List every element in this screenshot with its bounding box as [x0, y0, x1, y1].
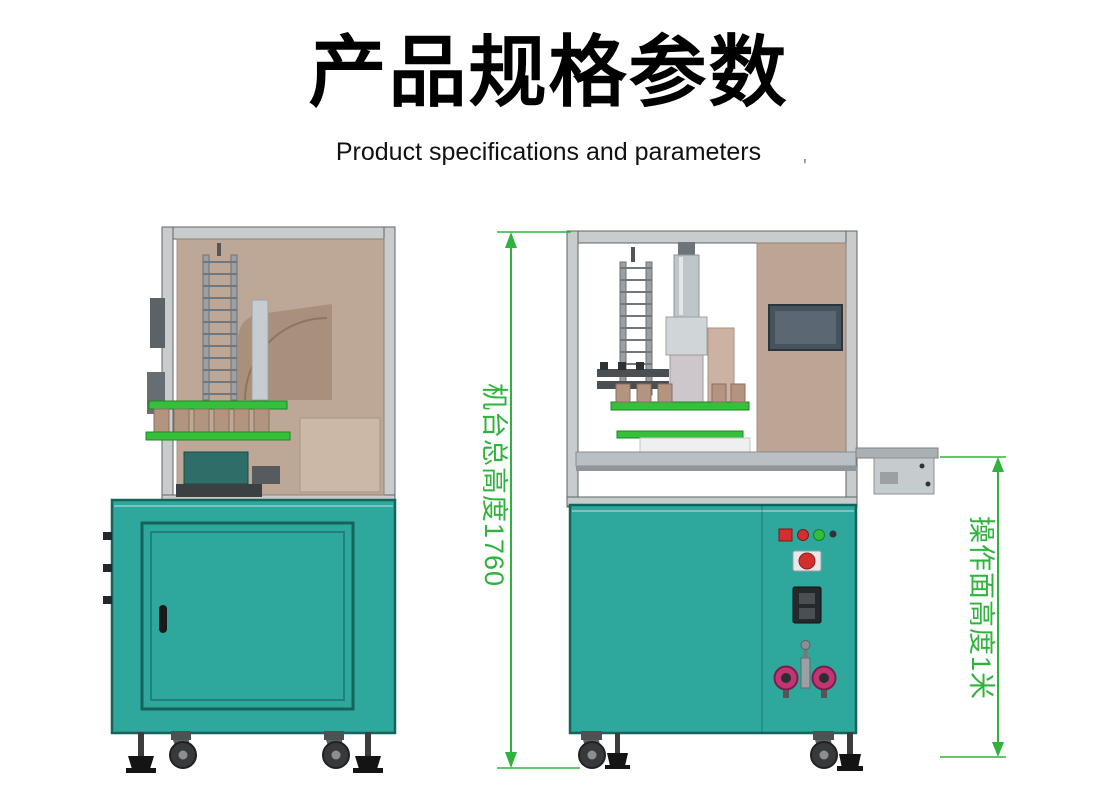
side-turntable: [610, 383, 750, 439]
indicator-dot: [829, 530, 837, 538]
machine-front-view: [103, 226, 397, 773]
dimension-work-surface-height: 操作面高度1米: [940, 456, 1006, 758]
air-manifold: [597, 362, 669, 389]
total-height-label: 机台总高度1760: [479, 383, 509, 587]
front-right-caster: [322, 731, 350, 769]
indicator-light-red2: [797, 529, 809, 541]
front-turntable: [145, 400, 291, 441]
side-frame: [566, 230, 858, 508]
side-right-leveling-foot: [837, 732, 863, 771]
front-left-caster: [169, 731, 197, 769]
front-left-leveling-foot: [126, 732, 156, 773]
front-cabinet-door: [140, 521, 355, 711]
indicator-light-red: [778, 528, 793, 542]
front-cabinet: [103, 498, 397, 735]
front-door-handle: [159, 605, 167, 633]
side-right-caster: [810, 731, 838, 769]
front-drive-unit: [176, 451, 280, 497]
hmi-screen: [768, 304, 843, 351]
press-cylinder: [665, 242, 735, 404]
valve: [800, 657, 811, 689]
side-left-caster: [578, 731, 606, 769]
control-panel: [778, 528, 837, 624]
output-conveyor: [855, 447, 939, 495]
page-title: 产品规格参数: [308, 28, 789, 116]
front-feeder-tower: [202, 243, 269, 401]
side-left-leveling-foot: [605, 733, 630, 769]
work-bed: [575, 437, 857, 471]
indicator-light-green: [813, 529, 825, 541]
machine-side-view: [566, 230, 939, 771]
stray-mark: ': [803, 156, 807, 178]
dimension-total-height: 机台总高度1760: [479, 231, 580, 769]
work-surface-height-label: 操作面高度1米: [966, 516, 996, 700]
page-subtitle: Product specifications and parameters: [335, 138, 762, 166]
front-inner-door: [299, 417, 381, 493]
front-right-leveling-foot: [353, 732, 383, 773]
pressure-gauges: [773, 640, 837, 698]
emergency-stop-button: [798, 552, 816, 570]
